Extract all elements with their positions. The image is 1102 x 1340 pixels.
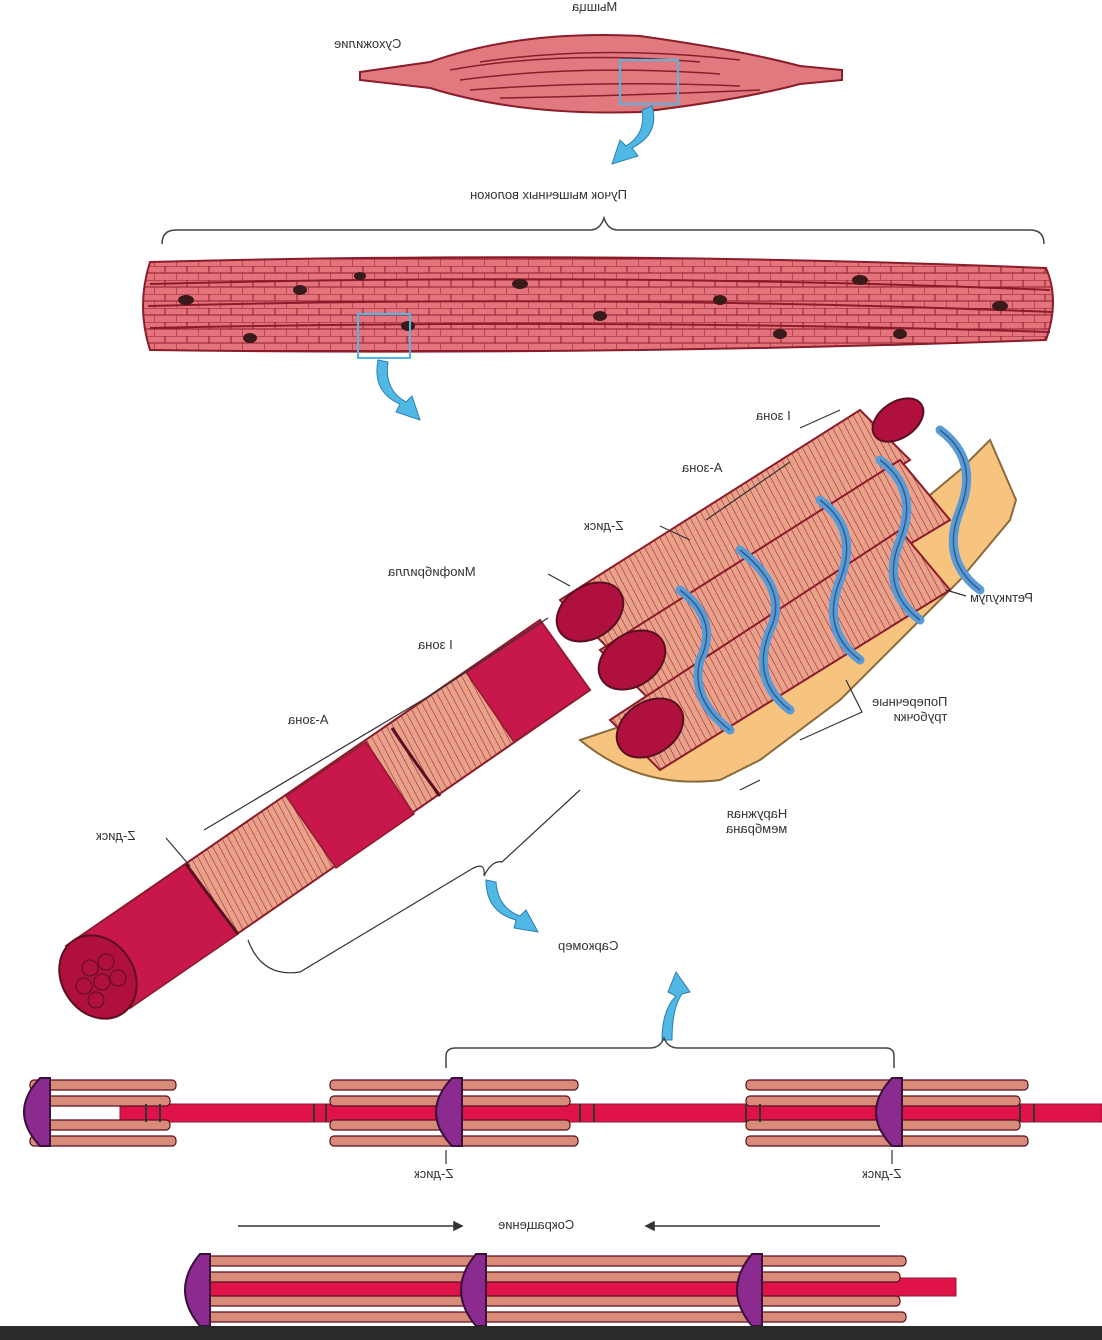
i-zone-top-label: I зона [756,408,791,423]
z-disk-mid-line [166,838,190,866]
a-zone-top-label: A-зона [682,460,722,475]
z-disk-right-label: Z-диск [862,1166,901,1181]
reticulum-label: Ретикулум [970,590,1033,605]
fiber-bundle-label: Пучок мышечных волокон [470,187,627,202]
zoom-arrow-2 [377,360,420,420]
sarcomere-label: Саркомер [558,938,618,953]
z-disk-left-label: Z-диск [414,1166,453,1181]
muscle-label: Мышца [572,0,617,14]
muscle-shape [360,35,842,112]
myofibril-bundle [44,389,1016,1033]
z-disk-mid-label: Z-диск [96,828,135,843]
zoom-arrow-1 [612,106,654,164]
a-zone-mid-label: A-зона [288,712,328,727]
tendon-label: Сухожилие [334,36,401,51]
sarcomere-brace [446,1038,894,1068]
contraction-label: Сокращение [498,1217,574,1232]
myofibril-line [548,574,570,586]
t-tubules-label: Поперечные трубочки [872,694,947,724]
bottom-edge-bar [0,1326,1102,1340]
fiber-bundle-brace [162,218,1044,244]
i-zone-mid-label: I зона [418,637,453,652]
outer-membrane-label: Наружная мембрана [726,806,787,836]
relaxed-sarcomere-row [24,1078,1102,1146]
membrane-line [740,780,760,790]
zoom-arrow-3 [486,880,538,932]
zoom-arrow-4 [662,972,690,1040]
reticulum-line [946,590,966,596]
z-disk-top-label: Z-диск [584,518,623,533]
myofibril-label: Миофибрилла [388,564,476,579]
contracted-sarcomere-row [185,1254,956,1326]
fiber-bundle [143,257,1053,351]
